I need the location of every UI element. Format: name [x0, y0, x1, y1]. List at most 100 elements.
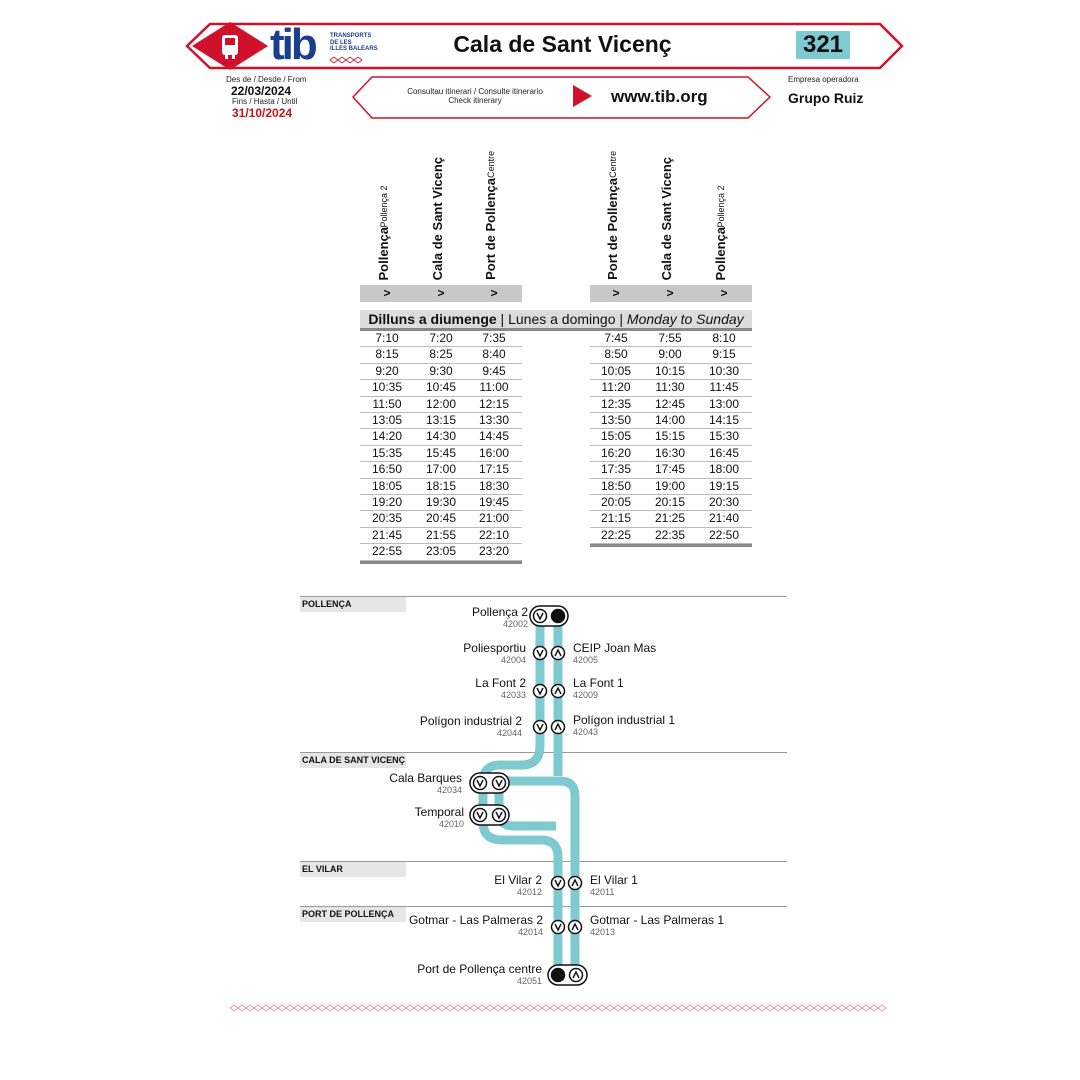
- departure-time: 20:35: [371, 511, 403, 526]
- section-divider: [300, 596, 787, 597]
- departure-time: 12:00: [425, 396, 457, 411]
- departure-time: 20:15: [654, 495, 686, 509]
- tib-logo: tib: [270, 20, 318, 69]
- departure-time: 18:50: [600, 478, 632, 493]
- chevron-up-glyph: [572, 970, 580, 979]
- chevron-up-glyph: [571, 922, 579, 931]
- departure-time: 20:05: [600, 495, 632, 509]
- column-header-name: Port de Pollença: [605, 178, 620, 280]
- departure-time: 13:30: [478, 413, 510, 427]
- departure-time: 14:15: [708, 413, 740, 427]
- departure-time: 15:45: [425, 445, 457, 460]
- departure-time: 19:45: [478, 495, 510, 509]
- departure-time: 13:00: [708, 396, 740, 411]
- departure-time: 9:45: [482, 363, 506, 378]
- departure-time: 16:00: [478, 445, 510, 460]
- departure-time: 9:15: [712, 347, 736, 362]
- chevron-up-glyph: [571, 878, 579, 887]
- logo-subtitle-line: TRANSPORTS: [330, 33, 372, 39]
- terminal-pill: [469, 772, 510, 794]
- column-header-name: Pollença: [713, 226, 728, 280]
- chevron-down-icon: [491, 807, 507, 823]
- departure-time: 11:45: [709, 380, 739, 395]
- departure-time: 11:00: [479, 380, 509, 395]
- departure-time: 23:05: [425, 544, 457, 559]
- chevron-up-icon: [567, 875, 583, 891]
- departure-time: 10:30: [708, 363, 740, 378]
- column-header: PollençaPollença 2: [712, 185, 730, 281]
- terminus-dot-icon: [550, 967, 566, 983]
- column-header-name: Cala de Sant Vicenç: [659, 156, 674, 280]
- departure-time: 19:20: [371, 495, 403, 509]
- terminal-pill: [529, 605, 569, 627]
- stop-name: Poliesportiu: [463, 641, 526, 655]
- departure-time: 18:05: [371, 478, 403, 493]
- column-header-name: Port de Pollença: [483, 178, 498, 280]
- chevron-down-glyph: [536, 687, 544, 696]
- stop-code: 42005: [573, 655, 599, 665]
- departure-time: 12:45: [654, 396, 686, 411]
- direction-arrow: >: [490, 286, 498, 300]
- departure-time: 15:15: [654, 429, 686, 444]
- website-link[interactable]: www.tib.org: [611, 87, 708, 106]
- stop-code: 42043: [573, 727, 599, 737]
- departure-time: 8:10: [712, 331, 736, 345]
- departure-time: 16:50: [371, 462, 403, 477]
- consult-line: Check itinerary: [448, 96, 502, 105]
- terminal-pill: [547, 964, 588, 986]
- from-date: 22/03/2024: [231, 84, 292, 98]
- logo-diamonds: [329, 56, 363, 64]
- departure-time: 12:35: [600, 396, 632, 411]
- table-end-bar: [590, 544, 752, 548]
- stop-name: La Font 1: [573, 676, 624, 690]
- consult-line: Consultau itinerari / Consulte itinerari…: [407, 87, 543, 96]
- stop-code: 42051: [516, 976, 542, 986]
- chevron-down-glyph: [495, 811, 503, 820]
- departure-time: 22:25: [600, 527, 632, 542]
- section-label: CALA DE SANT VICENÇ: [300, 753, 406, 768]
- departure-time: 10:15: [654, 363, 686, 378]
- stop-name: Cala Barques: [389, 771, 462, 785]
- departure-time: 18:15: [425, 478, 457, 493]
- chevron-down-glyph: [536, 612, 544, 621]
- direction-arrow: >: [612, 286, 620, 300]
- chevron-up-glyph: [554, 648, 562, 657]
- logo-subtitle: TRANSPORTS DE LES ILLES BALEARS: [330, 33, 378, 53]
- departure-time: 17:45: [654, 462, 686, 477]
- departure-time: 21:40: [708, 511, 740, 526]
- column-header-name: Pollença: [376, 226, 391, 280]
- departure-time: 21:00: [478, 511, 510, 526]
- chevron-down-glyph: [536, 723, 544, 732]
- column-header-sub: Pollença 2: [379, 184, 389, 227]
- departure-time: 22:35: [654, 527, 686, 542]
- section-label: POLLENÇA: [300, 597, 406, 612]
- departure-time: 11:20: [601, 380, 631, 395]
- day-catalan: Dilluns a diumenge: [368, 311, 497, 327]
- chevron-down-glyph: [495, 779, 503, 788]
- departure-time: 13:15: [425, 413, 457, 427]
